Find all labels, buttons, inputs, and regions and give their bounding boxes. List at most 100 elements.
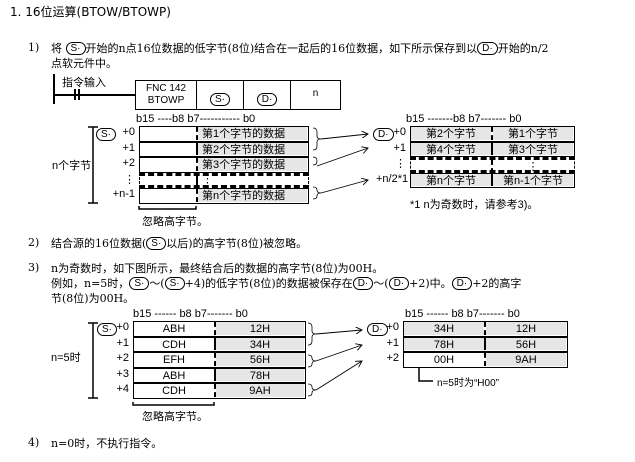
register-row: ABH 78H xyxy=(133,367,306,383)
low-byte-cell: 第3个字节 xyxy=(493,142,573,156)
d1-dest-badge: D· xyxy=(373,128,394,141)
ladder-left-rail xyxy=(53,74,55,104)
high-byte-cell: 78H xyxy=(404,337,484,351)
byte-divider xyxy=(484,322,486,335)
contact-right-bar xyxy=(78,89,80,100)
high-byte-cell: EFH xyxy=(163,354,185,366)
item-2-text: 结合源的16位数据(S·以后)的高字节(8位)被忽略。 xyxy=(51,235,307,251)
d2-dst-bit-header: b15 ------ b8 b7------- b0 xyxy=(405,308,520,320)
d1-brace-3 xyxy=(312,186,322,200)
item-1-part2: 开始的n点16位数据的低字节(8位)结合在一起后的16位数据，如下所示保存到以 xyxy=(85,42,478,55)
low-byte-cell: 12H xyxy=(216,322,304,335)
low-byte-cell: 34H xyxy=(216,337,304,351)
register-row: 第1个字节的数据 xyxy=(139,126,309,142)
byte-divider xyxy=(214,368,216,381)
operand-n-box: n xyxy=(290,80,341,110)
byte-divider xyxy=(214,384,216,397)
register-row: CDH 34H xyxy=(133,336,306,352)
register-row: ⋮ xyxy=(410,157,575,173)
byte-divider xyxy=(196,127,198,140)
row-offset: +1 xyxy=(116,336,129,349)
d1-src-bit-header: b15 ----b8 b7----------- b0 xyxy=(136,113,256,125)
item-3-number: 3) xyxy=(28,261,40,274)
d2-source-badge: S· xyxy=(97,323,117,336)
low-byte-cell: 78H xyxy=(216,368,304,382)
d2-ignore-bracket xyxy=(132,402,215,406)
d2-src-bit-header: b15 ------ b8 b7------- b0 xyxy=(133,308,248,320)
d2-note-leader xyxy=(418,367,433,382)
item-1-number: 1) xyxy=(28,41,40,54)
d1-ignore-bracket xyxy=(138,206,197,210)
byte-divider xyxy=(491,127,493,140)
operand-s-badge: S· xyxy=(210,93,230,106)
byte-divider xyxy=(491,173,493,186)
row-offset: +0 xyxy=(393,126,406,138)
byte-divider xyxy=(196,175,198,188)
register-row: 第n个字节第n-1个字节 xyxy=(410,172,575,188)
low-byte-cell: 第1个字节 xyxy=(493,127,573,140)
byte-divider xyxy=(214,322,216,335)
row-offset: +2 xyxy=(386,352,399,364)
fnc-mnemonic: BTOWP xyxy=(147,95,185,106)
high-byte-cell: 第n个字节 xyxy=(411,173,491,187)
item-3-l2b: ～( xyxy=(149,277,165,290)
d1-dst-bit-header: b15 -------b8 b7------- b0 xyxy=(406,113,522,125)
item-3-l2d: ～( xyxy=(373,277,389,290)
low-byte-cell: 第3个字节的数据 xyxy=(198,158,307,171)
section-heading: 1. 16位运算(BTOW/BTOWP) xyxy=(10,5,171,19)
operand-d-badge: D· xyxy=(256,93,278,106)
low-byte-cell: 9AH xyxy=(486,353,566,366)
row-offset: +n/2*1 xyxy=(376,172,409,185)
high-byte-cell: CDH xyxy=(162,385,186,397)
d2-brace-3 xyxy=(307,383,317,397)
register-row: 第2个字节的数据 xyxy=(139,141,309,157)
byte-divider xyxy=(214,337,216,350)
row-offset: +1 xyxy=(386,336,399,349)
low-byte-cell: 第n个字节的数据 xyxy=(198,189,307,202)
low-byte-cell: 56H xyxy=(486,337,566,351)
item-3-d-badge-2: D· xyxy=(388,277,410,290)
register-row: 第n个字节的数据 xyxy=(139,188,309,204)
d2-dest-badge: D· xyxy=(367,323,388,336)
byte-divider xyxy=(196,142,198,155)
low-byte-cell: 第1个字节的数据 xyxy=(198,127,307,140)
row-offset: +1 xyxy=(393,141,406,154)
byte-divider xyxy=(491,142,493,155)
row-offset: +2 xyxy=(122,157,135,169)
low-byte-cell: 第2个字节的数据 xyxy=(198,142,307,156)
fnc-number: FNC 142 xyxy=(145,83,186,94)
item-3-line1: n为奇数时，如下图所示，最终结合后的数据的高字节(8位)为00H。 xyxy=(51,262,384,275)
high-byte-cell: ABH xyxy=(162,369,186,382)
register-row: 第3个字节的数据 xyxy=(139,157,309,173)
item-3-l2c: +4)的低字节(8位)的数据被保存在 xyxy=(184,277,353,290)
byte-divider xyxy=(484,337,486,350)
register-row: 00H 9AH xyxy=(403,352,568,368)
d1-brace-1 xyxy=(312,127,322,151)
high-byte-cell: 第4个字节 xyxy=(411,142,491,156)
low-byte-cell: 9AH xyxy=(216,384,304,397)
item-3-s-badge-1: S· xyxy=(129,277,150,290)
item-1-part1: 将 xyxy=(51,42,62,55)
item-2-source-badge: S· xyxy=(146,237,167,250)
item-4-number: 4) xyxy=(28,436,40,449)
instruction-input-label: 指令输入 xyxy=(62,77,106,89)
high-byte-cell: 00H xyxy=(433,354,455,366)
byte-divider xyxy=(214,353,216,366)
item-3-line3: 节(8位)为00H。 xyxy=(51,292,135,305)
high-byte-cell: CDH xyxy=(162,338,186,351)
byte-divider xyxy=(196,189,198,202)
high-byte-cell: ABH xyxy=(162,323,186,335)
row-offset: +2 xyxy=(116,352,129,364)
d2-ignore-label: 忽略高字节。 xyxy=(142,411,208,423)
low-byte-cell: ⋮ xyxy=(527,161,539,173)
item-3-d-badge-1: D· xyxy=(352,277,374,290)
d2-brace-1 xyxy=(307,322,317,346)
source-operand-badge: S· xyxy=(65,42,86,55)
item-1-text: 将 S·开始的n点16位数据的低字节(8位)结合在一起后的16位数据，如下所示保… xyxy=(51,40,549,56)
register-row: 第2个字节第1个字节 xyxy=(410,126,575,142)
d2-brace-2 xyxy=(307,354,317,368)
